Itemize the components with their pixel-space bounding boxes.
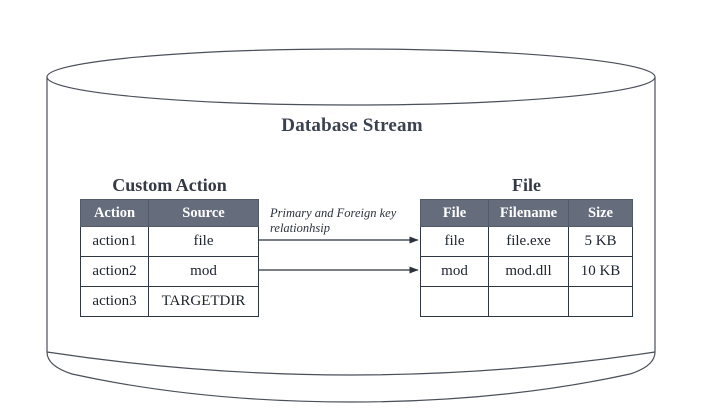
table-row: action2 mod [80, 256, 259, 287]
column-header-action: Action [80, 199, 149, 227]
column-header-size: Size [568, 199, 633, 227]
cell-file: file [420, 226, 489, 257]
file-table-block: File File Filename Size file file.exe 5 … [420, 175, 633, 317]
table-header-row: Action Source [80, 199, 259, 227]
cell-action: action1 [80, 226, 149, 257]
cell-filename: file.exe [488, 226, 569, 257]
file-table: File Filename Size file file.exe 5 KB mo… [420, 199, 633, 317]
table-row: mod mod.dll 10 KB [420, 256, 633, 287]
database-stream-title: Database Stream [281, 115, 423, 136]
custom-action-table: Action Source action1 file action2 mod a… [80, 199, 259, 317]
file-title: File [512, 175, 541, 195]
cell-size [568, 286, 633, 317]
column-header-filename: Filename [488, 199, 569, 227]
cell-filename [488, 286, 569, 317]
table-row: file file.exe 5 KB [420, 226, 633, 257]
cell-size: 5 KB [568, 226, 633, 257]
table-row: action3 TARGETDIR [80, 286, 259, 317]
cell-size: 10 KB [568, 256, 633, 287]
cell-source: file [148, 226, 259, 257]
column-header-source: Source [148, 199, 259, 227]
custom-action-table-block: Custom Action Action Source action1 file… [80, 175, 259, 317]
cell-source: TARGETDIR [148, 286, 259, 317]
table-header-row: File Filename Size [420, 199, 633, 227]
cell-file: mod [420, 256, 489, 287]
cell-action: action2 [80, 256, 149, 287]
table-row [420, 286, 633, 317]
cell-action: action3 [80, 286, 149, 317]
custom-action-title: Custom Action [112, 175, 227, 195]
cell-filename: mod.dll [488, 256, 569, 287]
cylinder-bottom-arc [46, 351, 656, 376]
column-header-file: File [420, 199, 489, 227]
cell-source: mod [148, 256, 259, 287]
table-row: action1 file [80, 226, 259, 257]
cell-file [420, 286, 489, 317]
cylinder-top-ellipse [46, 48, 656, 106]
relationship-annotation: Primary and Foreign key relationhsip [270, 206, 397, 235]
